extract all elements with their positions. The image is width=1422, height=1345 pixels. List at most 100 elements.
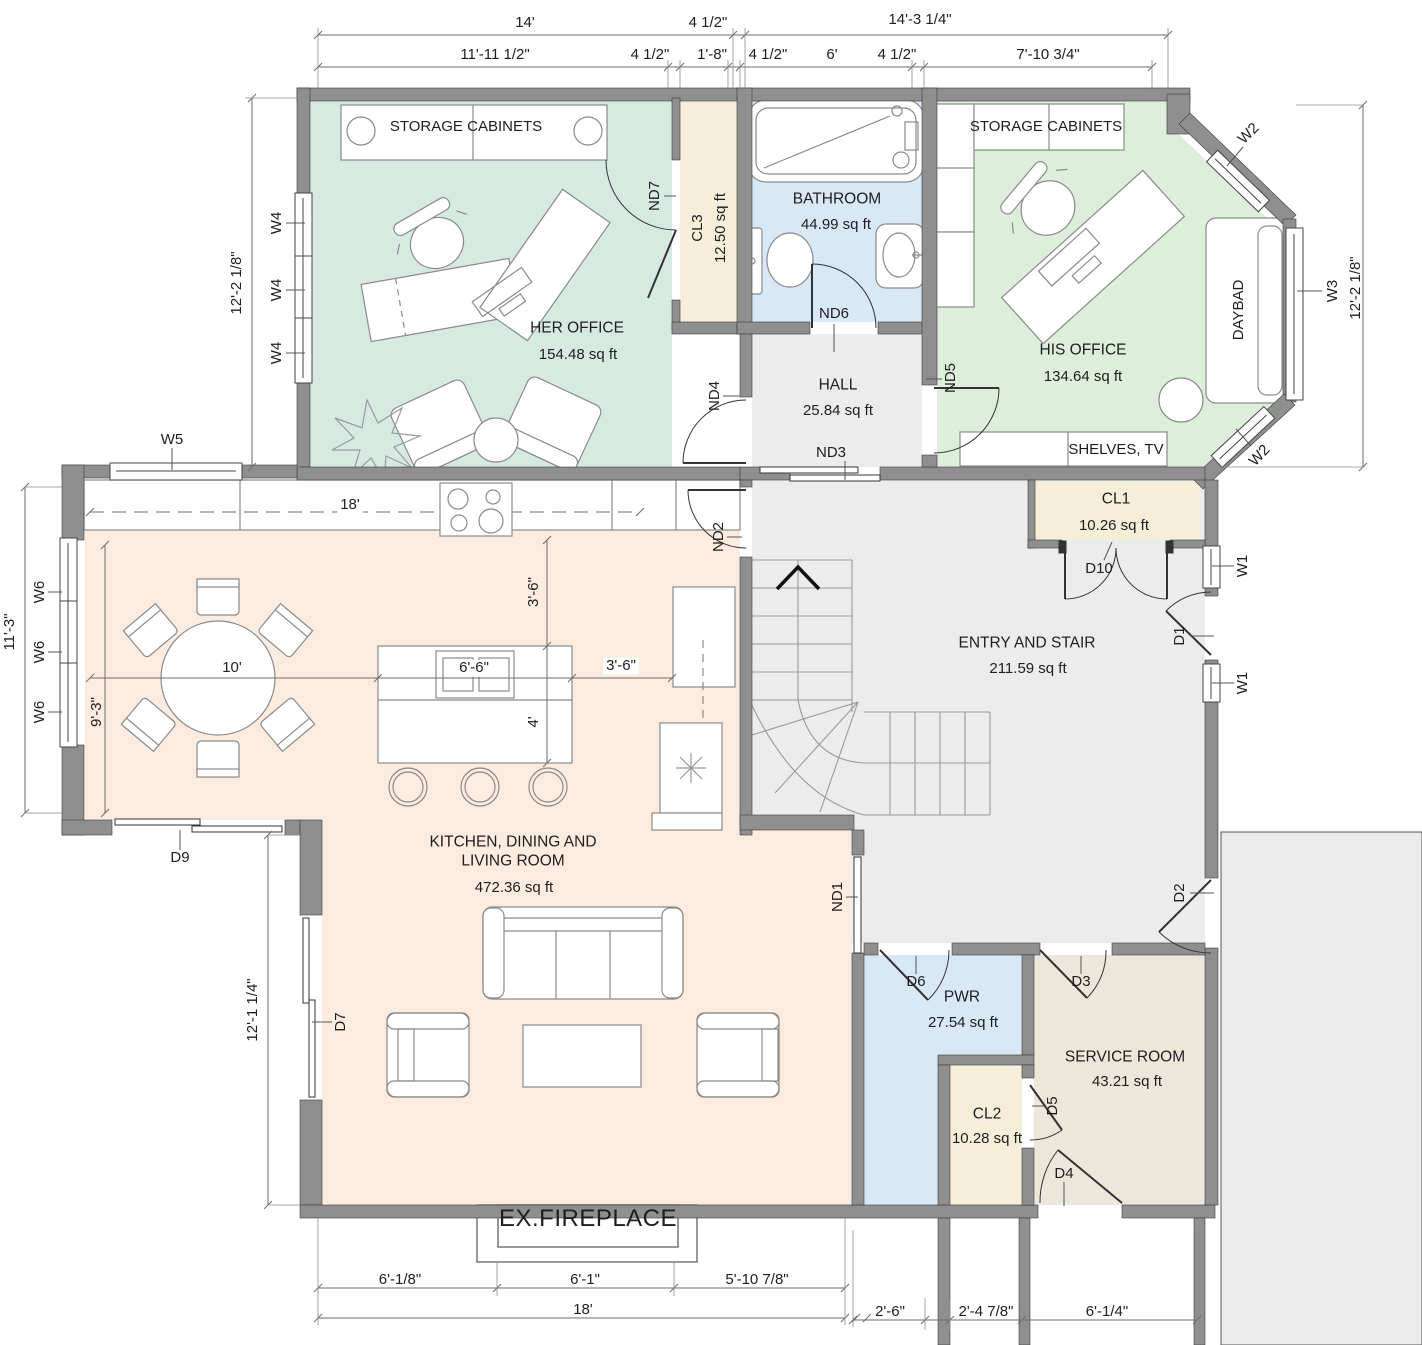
dim-top: 4 1/2" bbox=[688, 13, 728, 31]
window-tag-w4: W4 bbox=[267, 211, 285, 235]
dim-bottom: 2'-6" bbox=[875, 1302, 905, 1320]
chimney bbox=[651, 586, 736, 831]
her-office-chair bbox=[393, 197, 467, 270]
door-d7 bbox=[302, 917, 316, 1098]
dim-bottom: 6'-1" bbox=[570, 1270, 600, 1288]
storage-cabinets-label: STORAGE CABINETS bbox=[969, 117, 1123, 135]
storage-cabinets-label: STORAGE CABINETS bbox=[389, 117, 543, 135]
door-tag-d4: D4 bbox=[1054, 1164, 1074, 1182]
door-d1 bbox=[1165, 591, 1212, 656]
armchair bbox=[386, 1012, 470, 1098]
her-office-side-table bbox=[473, 417, 519, 463]
dim-bottom: 6'-1/4" bbox=[1085, 1302, 1129, 1320]
dim-top: 4 1/2" bbox=[630, 45, 670, 63]
room-label-kitchen: KITCHEN, DINING AND bbox=[429, 833, 597, 851]
door-d10 bbox=[1058, 540, 1174, 600]
door-tag-d5: D5 bbox=[1043, 1096, 1061, 1116]
dining-chairs bbox=[120, 578, 316, 778]
sofa bbox=[482, 906, 684, 1000]
dim-top: 14' bbox=[515, 13, 535, 31]
window-tag-w1: W1 bbox=[1233, 554, 1251, 578]
his-office-desk bbox=[1000, 169, 1186, 345]
dim-interior: 3'-6" bbox=[603, 657, 639, 675]
door-tag-nd5: ND5 bbox=[941, 362, 959, 394]
window-w3 bbox=[1285, 227, 1304, 401]
dim-bottom: 6'-1/8" bbox=[378, 1270, 422, 1288]
dim-interior: 4' bbox=[524, 716, 542, 728]
room-area-cl1: 10.26 sq ft bbox=[1078, 516, 1150, 534]
room-area-cl3: 12.50 sq ft bbox=[711, 192, 729, 264]
room-label-her-office: HER OFFICE bbox=[530, 319, 624, 337]
room-area-cl2: 10.28 sq ft bbox=[951, 1129, 1023, 1147]
window-w2 bbox=[1205, 149, 1271, 213]
window-tag-w3: W3 bbox=[1323, 279, 1341, 303]
dim-top: 11'-11 1/2" bbox=[460, 45, 530, 63]
dim-top: 14'-3 1/4" bbox=[888, 10, 952, 28]
door-d4 bbox=[1039, 1149, 1123, 1204]
room-label-service: SERVICE ROOM bbox=[1064, 1048, 1186, 1066]
door-nd3 bbox=[759, 466, 881, 482]
door-tag-d1: D1 bbox=[1170, 626, 1188, 646]
fireplace-label: EX.FIREPLACE bbox=[498, 1204, 678, 1232]
her-office-storage-cabinets bbox=[340, 104, 608, 161]
her-office-guest-chair bbox=[390, 379, 490, 475]
door-tag-nd6: ND6 bbox=[818, 304, 850, 322]
dim-top: 4 1/2" bbox=[877, 45, 917, 63]
door-d5 bbox=[1029, 1084, 1063, 1141]
daybed-label: DAYBAD bbox=[1229, 279, 1247, 341]
dim-right: 12'-2 1/8" bbox=[1346, 256, 1364, 320]
room-label-pwr: PWR bbox=[943, 988, 981, 1006]
window-tag-w4: W4 bbox=[267, 278, 285, 302]
dim-top: 7'-10 3/4" bbox=[1016, 45, 1080, 63]
door-nd5 bbox=[933, 387, 1000, 454]
cl2-floor bbox=[950, 1065, 1022, 1205]
room-label-cl2: CL2 bbox=[972, 1105, 1002, 1123]
room-label-bathroom: BATHROOM bbox=[792, 190, 882, 208]
dim-left: 12'-2 1/8" bbox=[227, 251, 245, 315]
door-tag-d3: D3 bbox=[1071, 972, 1091, 990]
room-area-entry: 211.59 sq ft bbox=[989, 659, 1067, 677]
dim-interior: 6'-6" bbox=[456, 659, 492, 677]
doors bbox=[114, 159, 1212, 1204]
door-tag-nd7: ND7 bbox=[645, 180, 663, 212]
his-office-round-table bbox=[1158, 377, 1204, 423]
room-label-entry: ENTRY AND STAIR bbox=[958, 634, 1096, 652]
armchair bbox=[696, 1012, 780, 1098]
shelves-tv-label: SHELVES, TV bbox=[1068, 440, 1164, 458]
door-tag-nd2: ND2 bbox=[709, 521, 727, 553]
bar-stools bbox=[388, 767, 568, 807]
door-tag-nd1: ND1 bbox=[828, 881, 846, 913]
door-nd6 bbox=[811, 263, 877, 329]
kitchen-counter bbox=[83, 479, 741, 531]
dim-interior: 18' bbox=[337, 496, 363, 514]
door-tag-d7: D7 bbox=[331, 1012, 349, 1032]
dim-left: 11'-3" bbox=[0, 613, 18, 651]
door-nd1 bbox=[853, 856, 862, 954]
room-area-pwr: 27.54 sq ft bbox=[927, 1013, 999, 1031]
her-office-guest-chair bbox=[502, 376, 602, 472]
door-tag-nd3: ND3 bbox=[815, 443, 847, 461]
her-office-desk bbox=[360, 188, 611, 343]
room-label-his-office: HIS OFFICE bbox=[1039, 341, 1127, 359]
window-tag-w1: W1 bbox=[1233, 671, 1251, 695]
dim-interior: 9'-3" bbox=[87, 697, 105, 727]
stove bbox=[439, 482, 513, 537]
door-d2 bbox=[1158, 879, 1212, 954]
window-tag-w6: W6 bbox=[30, 700, 48, 724]
window-w1 bbox=[1202, 545, 1221, 589]
window-w5 bbox=[109, 462, 243, 481]
window-tag-w5: W5 bbox=[160, 430, 184, 448]
dim-interior: 3'-6" bbox=[524, 577, 542, 607]
coffee-table bbox=[522, 1024, 642, 1088]
dim-top: 4 1/2" bbox=[748, 45, 788, 63]
dim-bottom: 18' bbox=[573, 1300, 593, 1318]
service-floor bbox=[1034, 955, 1205, 1205]
room-area-his-office: 134.64 sq ft bbox=[1043, 367, 1123, 385]
cl3-floor bbox=[680, 101, 737, 322]
door-d9 bbox=[114, 818, 283, 833]
door-tag-nd4: ND4 bbox=[705, 380, 723, 412]
his-office-storage-cabinets bbox=[933, 103, 1125, 308]
door-tag-d9: D9 bbox=[170, 848, 190, 866]
hall-floor bbox=[752, 334, 922, 467]
